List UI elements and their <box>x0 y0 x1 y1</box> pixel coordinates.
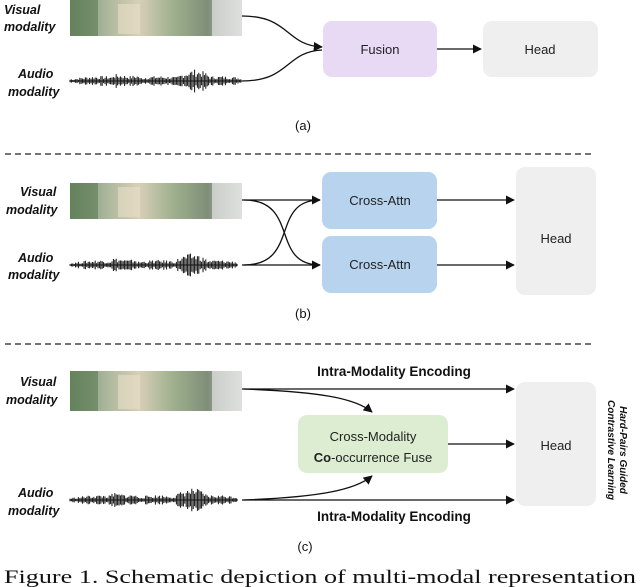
fusion-label: Fusion <box>360 42 399 57</box>
panel-c: Visual modality Audio modality Intra-Mod… <box>6 364 628 554</box>
audio-modality-label-line2: modality <box>8 85 60 99</box>
side-label-line1: Hard-Pairs Guided <box>617 406 628 495</box>
cross-attn-label-bottom: Cross-Attn <box>349 257 410 272</box>
head-label-c: Head <box>540 438 571 453</box>
panel-b-caption: (b) <box>295 306 311 321</box>
audio-modality-label: Audio <box>17 251 54 265</box>
visual-modality-label-line2: modality <box>4 20 56 34</box>
audio-waveform <box>69 69 242 93</box>
video-frames-strip <box>70 371 242 411</box>
cross-attn-box-top <box>322 172 437 229</box>
panel-a-caption: (a) <box>295 118 311 133</box>
cofuse-label-line1: Cross-Modality <box>330 429 417 444</box>
cofuse-label-rest: -occurrence Fuse <box>331 450 432 465</box>
visual-modality-label: Visual <box>4 3 41 17</box>
panel-b: Visual modality Audio modality Cross-Att… <box>6 167 596 321</box>
video-frames-strip <box>70 0 242 36</box>
cross-modality-cofuse-box <box>298 415 448 473</box>
panel-a: Visual modality Audio modality Fusion He… <box>4 0 598 133</box>
arrow-visual-to-fusion <box>241 15 323 52</box>
video-frames-strip <box>70 183 242 219</box>
cross-attn-box-bottom <box>322 236 437 293</box>
head-box-c <box>516 382 596 506</box>
head-box-a <box>483 21 598 77</box>
cofuse-label-line2: Co-occurrence Fuse <box>314 450 433 465</box>
head-label-a: Head <box>524 42 555 57</box>
fusion-box <box>323 21 437 77</box>
cofuse-label-bold: Co <box>314 450 331 465</box>
head-label-b: Head <box>540 231 571 246</box>
arrow-visual-to-cofuse <box>243 388 373 413</box>
arrow-visual-cross <box>243 199 321 266</box>
panel-c-caption: (c) <box>297 539 312 554</box>
head-box-b <box>516 167 596 295</box>
arrow-audio-to-cofuse <box>243 475 373 501</box>
figure-caption: Figure 1. Schematic depiction of multi-m… <box>4 567 637 587</box>
audio-modality-label-line2: modality <box>8 504 60 518</box>
intra-modality-encoding-bottom: Intra-Modality Encoding <box>317 509 471 524</box>
audio-waveform <box>69 253 238 277</box>
arrow-audio-cross <box>243 199 321 266</box>
cross-attn-label-top: Cross-Attn <box>349 193 410 208</box>
visual-modality-label-line2: modality <box>6 203 58 217</box>
side-label-line2: Contrastive Learning <box>605 400 616 500</box>
audio-modality-label: Audio <box>17 67 54 81</box>
arrow-audio-to-fusion <box>241 49 323 82</box>
visual-modality-label: Visual <box>20 185 57 199</box>
intra-modality-encoding-top: Intra-Modality Encoding <box>317 364 471 379</box>
audio-modality-label: Audio <box>17 486 54 500</box>
audio-waveform <box>69 488 238 512</box>
visual-modality-label: Visual <box>20 375 57 389</box>
side-label-group: Hard-Pairs Guided Contrastive Learning <box>605 400 628 500</box>
audio-modality-label-line2: modality <box>8 268 60 282</box>
visual-modality-label-line2: modality <box>6 393 58 407</box>
